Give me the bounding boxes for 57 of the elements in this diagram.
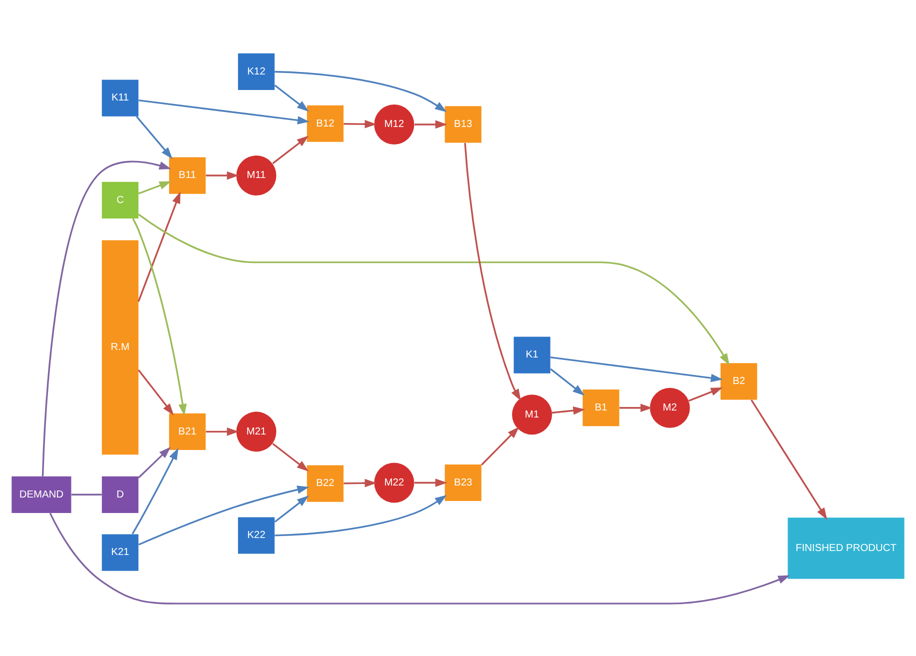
node-box: K1: [514, 336, 550, 373]
arrow: [138, 368, 174, 415]
arrow: [132, 218, 187, 416]
node-circle: M2: [650, 387, 690, 428]
arrow: [274, 84, 309, 112]
node-box: K21: [102, 534, 138, 570]
arrow: [414, 120, 448, 128]
connector: [71, 493, 102, 495]
arrow: [481, 426, 520, 465]
arrow: [272, 442, 309, 472]
arrow: [42, 160, 172, 476]
arrow: [464, 142, 521, 400]
arrow: [619, 403, 652, 412]
node-box: B1: [582, 389, 620, 426]
arrow: [138, 213, 730, 365]
node-box: D: [102, 476, 138, 512]
node-circle: M21: [236, 411, 276, 452]
node-circle: M11: [236, 155, 276, 196]
arrow: [274, 495, 309, 522]
arrow: [206, 427, 239, 436]
arrow: [138, 180, 172, 194]
node-box: FINISHED PRODUCT: [788, 517, 904, 578]
node-box: B11: [169, 156, 206, 194]
arrow: [138, 190, 180, 302]
node-circle: M12: [374, 104, 414, 144]
arrow: [750, 399, 828, 520]
arrow: [272, 135, 309, 164]
arrow: [550, 356, 723, 382]
arrow: [414, 478, 448, 486]
arrow: [274, 494, 447, 536]
arrow: [550, 368, 585, 396]
arrow: [274, 70, 447, 112]
arrow: [138, 446, 171, 478]
node-box: B12: [306, 104, 344, 142]
node-circle: M1: [512, 394, 552, 434]
arrow: [138, 98, 310, 124]
arrow: [132, 447, 178, 534]
node-box: R.M: [102, 240, 138, 454]
arrow: [552, 406, 586, 414]
arrow: [138, 485, 310, 545]
node-box: B21: [169, 412, 206, 450]
node-box: K11: [102, 79, 138, 116]
node-box: K22: [238, 516, 275, 554]
node-circle: M22: [374, 462, 414, 502]
arrow: [344, 478, 377, 487]
node-box: C: [102, 181, 138, 218]
node-box: B13: [444, 106, 482, 142]
arrow: [49, 512, 790, 604]
node-box: B23: [444, 464, 482, 501]
arrow: [206, 170, 239, 180]
arrow: [344, 119, 377, 128]
node-box: K12: [238, 52, 275, 90]
node-box: B2: [720, 362, 758, 400]
node-box: DEMAND: [12, 476, 72, 512]
arrow: [136, 115, 173, 158]
arrow: [688, 386, 723, 402]
node-box: B22: [306, 464, 344, 502]
